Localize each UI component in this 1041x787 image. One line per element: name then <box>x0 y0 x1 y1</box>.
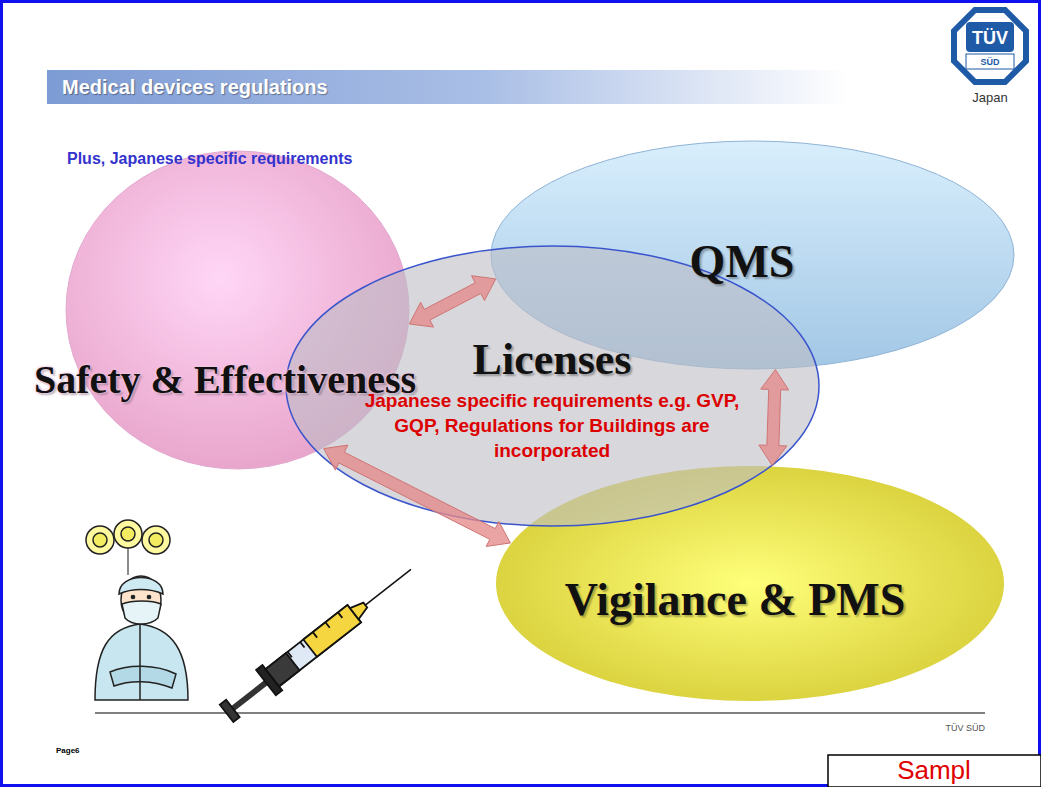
ellipse-title: QMS <box>690 236 795 289</box>
requirements-note: Japanese specific requirements e.g. GVP,… <box>365 388 740 463</box>
logo-text: TÜV <box>972 28 1008 49</box>
double-arrow <box>759 370 789 466</box>
sample-watermark: Sampl <box>897 756 971 786</box>
surgeon-illustration <box>86 520 188 700</box>
syringe-illustration <box>217 557 421 726</box>
ellipse-title: Licenses <box>473 335 632 386</box>
region-label: Japan <box>972 91 1007 106</box>
subtitle: Plus, Japanese specific requirements <box>67 150 352 168</box>
sample-box <box>828 755 1041 787</box>
tuv-logo <box>954 10 1026 82</box>
double-arrow <box>324 445 511 546</box>
ellipse-title: Safety & Effectiveness <box>34 357 416 403</box>
slide-title: Medical devices regulations <box>62 76 328 99</box>
page-number: Page6 <box>56 746 80 755</box>
footer-brand: TÜV SÜD <box>945 723 985 733</box>
ellipse-title: Vigilance & PMS <box>565 574 906 627</box>
logo-subtext: SÜD <box>980 57 999 67</box>
double-arrow <box>409 276 495 327</box>
header-bar <box>47 70 850 104</box>
ellipse-shape <box>286 246 819 526</box>
